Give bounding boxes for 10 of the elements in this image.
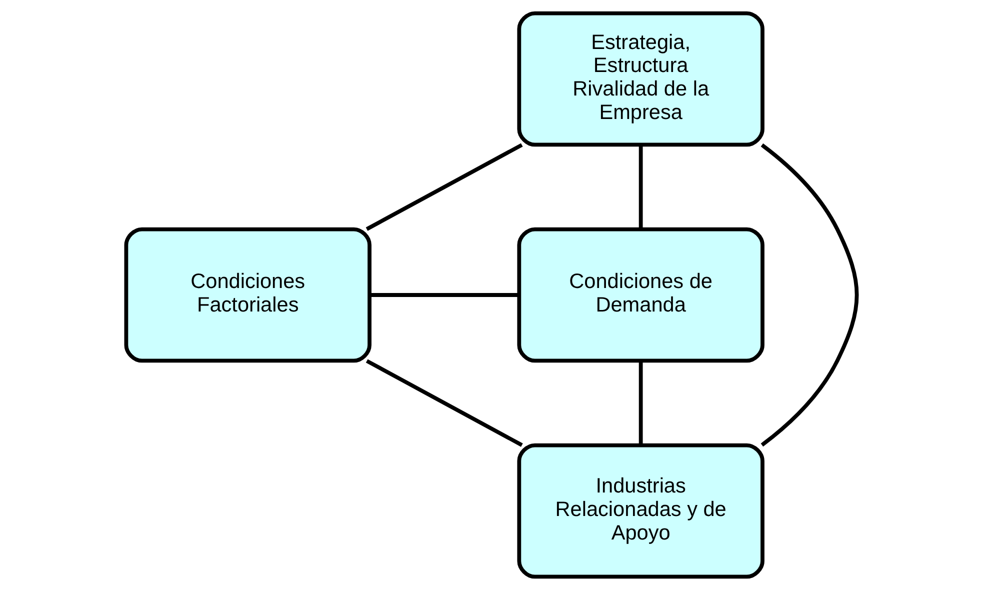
connector [638,360,643,445]
connector [760,143,859,447]
connector [638,144,643,229]
node-box: Estrategia, Estructura Rivalidad de la Empresa [517,11,764,147]
connector [366,359,523,447]
connector [366,143,523,231]
node-box: Industrias Relacionadas y de Apoyo [517,443,764,579]
connector [370,293,520,297]
node-box: Condiciones de Demanda [517,227,764,363]
node-box: Condiciones Factoriales [124,227,372,363]
